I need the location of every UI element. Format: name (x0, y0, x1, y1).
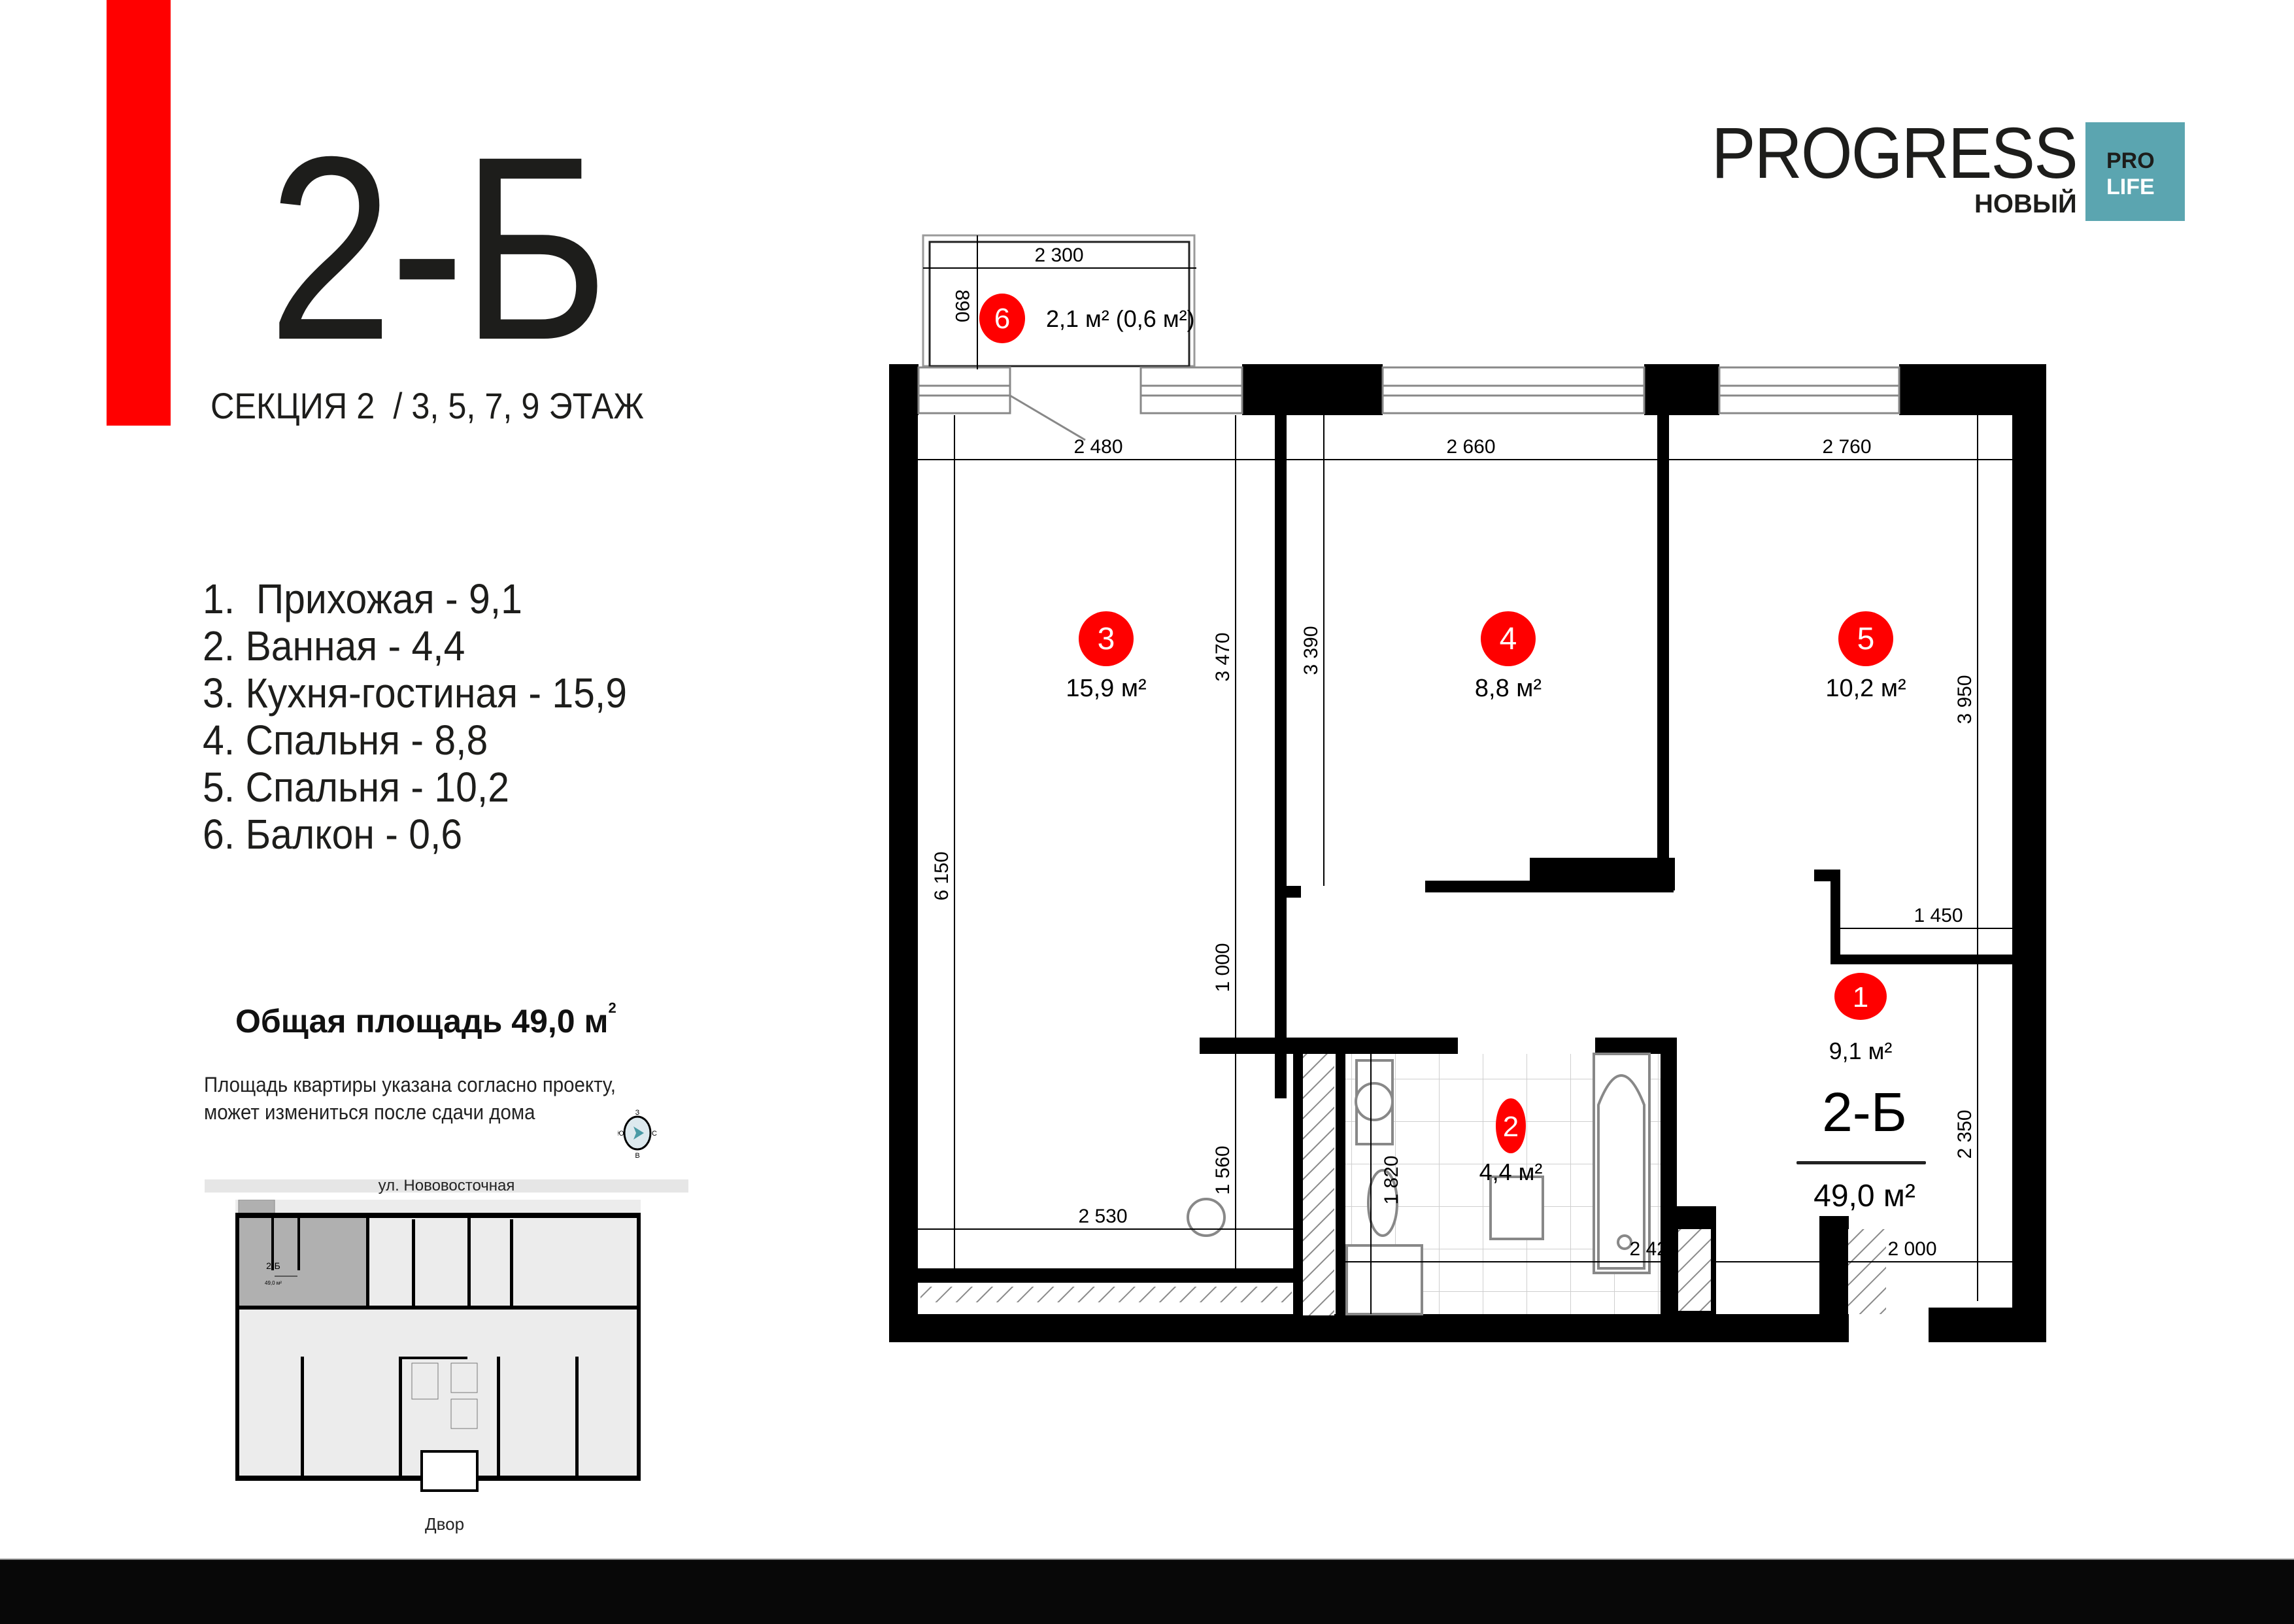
compass-west: З (635, 1109, 640, 1117)
exterior-walls (889, 364, 2046, 1342)
footer-band (0, 1559, 2294, 1624)
highlighted-unit[interactable] (239, 1213, 366, 1308)
room-5-area: 10,2 м² (1825, 675, 1906, 702)
dim-bedroom4-height: 3 390 (1300, 626, 1322, 675)
room-marker-6[interactable]: 6 2,1 м² (0,6 м²) (979, 294, 1195, 343)
room-4-area: 8,8 м² (1475, 675, 1542, 702)
dim-kitchen-lower: 1 560 (1212, 1145, 1234, 1194)
compass-south: Ю (618, 1130, 624, 1138)
svg-text:5: 5 (1857, 622, 1875, 656)
dim-balcony-width: 2 300 (1034, 245, 1083, 266)
accent-red-bar (107, 0, 171, 426)
courtyard-label: Двор (425, 1514, 465, 1534)
room-6-area: 2,1 м² (0,6 м²) (1046, 305, 1195, 332)
total-area-label: Общая площадь 49,0 м (235, 1003, 609, 1040)
ventilation-duct (920, 1287, 1292, 1302)
compass-east: В (635, 1152, 639, 1159)
dim-bath-height: 1 820 (1381, 1155, 1402, 1204)
room-list-item: 5. Спальня - 10,2 (203, 764, 509, 811)
svg-text:4: 4 (1500, 622, 1517, 656)
svg-text:1: 1 (1853, 981, 1868, 1013)
minimap-unit-area: 49,0 м² (265, 1280, 282, 1286)
room-2-area: 4,4 м² (1479, 1159, 1543, 1185)
interior-walls (918, 415, 2014, 1332)
ventilation-duct (1848, 1229, 1886, 1314)
apartment-floor-plan: 2 300 890 2 480 2 660 2 760 6 150 3 470 … (889, 234, 2046, 1342)
brand-badge: PRO LIFE (2085, 122, 2185, 221)
dim-kitchen-width-top: 2 480 (1073, 436, 1122, 458)
dim-3470: 3 470 (1212, 632, 1234, 681)
disclaimer-line-1: Площадь квартиры указана согласно проект… (204, 1073, 616, 1096)
svg-text:2: 2 (1503, 1111, 1519, 1143)
room-marker-5[interactable]: 5 10,2 м² (1825, 611, 1906, 702)
room-list: 1. Прихожая - 9,1 2. Ванная - 4,4 3. Кух… (203, 575, 664, 858)
total-area-sup: 2 (608, 1000, 616, 1016)
svg-text:6: 6 (994, 303, 1010, 335)
dim-kitchen-height: 6 150 (931, 851, 953, 900)
brand-logo-subtitle: НОВЫЙ (1974, 190, 2077, 218)
room-marker-4[interactable]: 4 8,8 м² (1475, 611, 1542, 702)
compass-icon: З С В Ю (618, 1109, 657, 1159)
room-list-item: 2. Ванная - 4,4 (203, 622, 465, 669)
dim-balcony-depth: 890 (951, 290, 973, 322)
room-list-item: 3. Кухня-гостиная - 15,9 (203, 669, 627, 717)
ventilation-duct (1303, 1054, 1334, 1315)
dim-bedroom5-width: 2 760 (1822, 436, 1871, 458)
bathroom-fixtures (1345, 1053, 1651, 1315)
dimension-lines (918, 235, 2014, 1314)
dim-hall-segment: 1 000 (1212, 943, 1234, 992)
dim-niche-width: 1 450 (1914, 905, 1963, 926)
svg-text:3: 3 (1098, 622, 1115, 656)
unit-label-divider (1796, 1161, 1926, 1164)
unit-total-area: 49,0 м² (1813, 1179, 1915, 1213)
area-disclaimer: Площадь квартиры указана согласно проект… (204, 1071, 616, 1126)
windows (917, 366, 1900, 441)
brand-logo-name: PROGRESS (1712, 113, 2078, 194)
section-floor-info: СЕКЦИЯ 2 / 3, 5, 7, 9 ЭТАЖ (211, 385, 644, 426)
room-marker-1[interactable]: 1 9,1 м² (1829, 973, 1893, 1064)
room-list-item: 4. Спальня - 8,8 (203, 717, 488, 764)
dim-hall-width: 2 000 (1887, 1238, 1936, 1260)
disclaimer-line-2: может измениться после сдачи дома (204, 1100, 535, 1124)
room-marker-2[interactable]: 2 4,4 м² (1479, 1098, 1543, 1185)
street-label: ул. Нововосточная (205, 1178, 688, 1194)
dim-bath-width: 2 420 (1629, 1238, 1678, 1260)
room-list-item: 6. Балкон - 0,6 (203, 811, 463, 858)
dim-kitchen-width-bottom: 2 530 (1078, 1206, 1127, 1227)
dimension-labels: 2 300 890 2 480 2 660 2 760 6 150 3 470 … (931, 245, 1976, 1260)
badge-line-1: PRO (2106, 148, 2155, 173)
room-marker-3[interactable]: 3 15,9 м² (1066, 611, 1147, 702)
balcony (922, 234, 1196, 367)
dim-bedroom5-height: 3 950 (1954, 675, 1976, 724)
total-area: Общая площадь 49,0 м2 (235, 1000, 616, 1040)
room-3-area: 15,9 м² (1066, 675, 1146, 702)
floor-site-plan: 2-Б 49,0 м² (235, 1200, 641, 1492)
room-list-item: 1. Прихожая - 9,1 (203, 575, 522, 622)
apartment-code-title: 2-Б (268, 102, 609, 394)
room-1-area: 9,1 м² (1829, 1038, 1893, 1064)
drain-icon (1187, 1198, 1226, 1237)
compass-north: С (652, 1130, 657, 1138)
badge-line-2: LIFE (2106, 175, 2155, 199)
dim-hall-height: 2 350 (1954, 1109, 1976, 1159)
minimap-unit-code: 2-Б (266, 1260, 280, 1271)
unit-code-label: 2-Б (1822, 1081, 1907, 1143)
dim-bedroom4-width: 2 660 (1446, 436, 1495, 458)
